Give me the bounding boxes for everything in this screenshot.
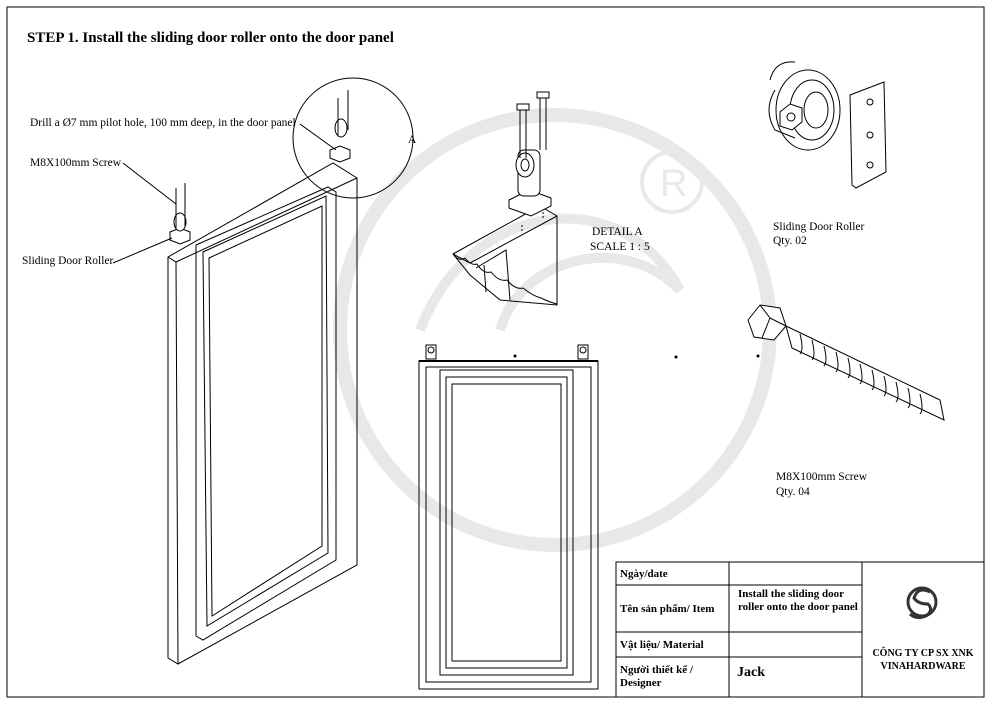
material-label: Vật liệu/ Material — [620, 639, 704, 651]
item-value: Install the sliding door roller onto the… — [738, 588, 858, 614]
door-front-view — [418, 344, 760, 690]
part-qty: Qty. 04 — [776, 486, 810, 498]
detail-marker: A — [408, 134, 417, 146]
drill-note-label: Drill a Ø7 mm pilot hole, 100 mm deep, i… — [30, 117, 296, 129]
svg-text:R: R — [660, 163, 687, 205]
designer-label: Người thiết kế / Designer — [620, 664, 693, 690]
door-isometric-view — [112, 77, 414, 665]
step-title: STEP 1. Install the sliding door roller … — [27, 30, 394, 46]
part-name: Sliding Door Roller — [773, 221, 865, 233]
company-logo-icon — [906, 586, 938, 620]
part-qty: Qty. 02 — [773, 235, 807, 247]
screw-part-view — [747, 304, 945, 421]
date-label: Ngày/date — [620, 568, 668, 580]
screw-callout-label: M8X100mm Screw — [30, 157, 122, 169]
detail-a-view — [452, 91, 558, 306]
roller-callout-label: Sliding Door Roller — [22, 255, 114, 267]
company-name: CÔNG TY CP SX XNK VINAHARDWARE — [872, 648, 974, 672]
designer-value: Jack — [737, 665, 765, 680]
detail-scale: SCALE 1 : 5 — [590, 241, 650, 253]
item-label: Tên sản phẩm/ Item — [620, 603, 715, 615]
registered-watermark-icon: R — [333, 108, 777, 552]
roller-part-view — [768, 61, 887, 189]
title-block — [615, 561, 985, 698]
part-name: M8X100mm Screw — [776, 471, 868, 483]
detail-title: DETAIL A — [592, 226, 643, 238]
